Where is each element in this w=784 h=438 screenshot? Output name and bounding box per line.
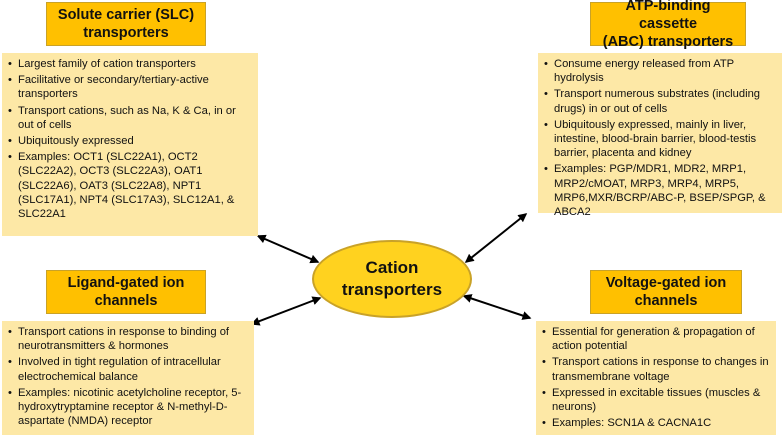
voltage-title-line1: Voltage-gated ion <box>605 275 727 291</box>
ligand-details: Transport cations in response to binding… <box>2 321 254 435</box>
voltage-title: Voltage-gated ion channels <box>590 270 742 314</box>
arrow-to-abc <box>464 213 528 263</box>
cation-transporters-node: Cation transporters <box>312 240 472 318</box>
abc-title-line2: (ABC) transporters <box>602 34 734 50</box>
abc-item: Consume energy released from ATP hydroly… <box>544 57 776 85</box>
slc-list: Largest family of cation transporters Fa… <box>8 57 252 221</box>
abc-item: Ubiquitously expressed, mainly in liver,… <box>544 118 776 161</box>
ligand-list: Transport cations in response to binding… <box>8 325 248 428</box>
voltage-item: Transport cations in response to changes… <box>542 355 770 383</box>
abc-details: Consume energy released from ATP hydroly… <box>538 53 782 218</box>
arrow-to-slc <box>256 234 320 264</box>
slc-title: Solute carrier (SLC) transporters <box>46 2 206 46</box>
slc-item: Largest family of cation transporters <box>8 57 252 71</box>
slc-item: Examples: OCT1 (SLC22A1), OCT2 (SLC22A2)… <box>8 150 252 221</box>
abc-title-line1: ATP-binding cassette <box>625 0 711 32</box>
ligand-title-line2: channels <box>94 293 158 309</box>
slc-item: Facilitative or secondary/tertiary-activ… <box>8 73 252 101</box>
ligand-item: Transport cations in response to binding… <box>8 325 248 353</box>
ligand-item: Examples: nicotinic acetylcholine recept… <box>8 386 248 429</box>
voltage-title-line2: channels <box>634 293 698 309</box>
arrow-to-ligand <box>250 296 322 326</box>
abc-item: Examples: PGP/MDR1, MDR2, MRP1, MRP2/cMO… <box>544 162 776 219</box>
ligand-item: Involved in tight regulation of intracel… <box>8 355 248 383</box>
voltage-list: Essential for generation & propagation o… <box>542 325 770 431</box>
slc-item: Ubiquitously expressed <box>8 134 252 148</box>
voltage-details: Essential for generation & propagation o… <box>536 321 776 435</box>
slc-title-line1: Solute carrier (SLC) <box>57 7 195 23</box>
slc-details: Largest family of cation transporters Fa… <box>2 53 258 236</box>
voltage-item: Essential for generation & propagation o… <box>542 325 770 353</box>
abc-list: Consume energy released from ATP hydroly… <box>544 57 776 219</box>
voltage-item: Expressed in excitable tissues (muscles … <box>542 386 770 414</box>
abc-title: ATP-binding cassette (ABC) transporters <box>590 0 746 50</box>
center-line2: transporters <box>341 280 443 299</box>
slc-item: Transport cations, such as Na, K & Ca, i… <box>8 104 252 132</box>
ligand-title-line1: Ligand-gated ion <box>67 275 185 291</box>
abc-item: Transport numerous substrates (including… <box>544 87 776 115</box>
slc-title-line2: transporters <box>83 25 169 41</box>
ligand-title: Ligand-gated ion channels <box>46 270 206 314</box>
arrow-to-voltage <box>462 294 532 320</box>
voltage-item: Examples: SCN1A & CACNA1C <box>542 416 770 430</box>
center-line1: Cation <box>365 258 419 277</box>
